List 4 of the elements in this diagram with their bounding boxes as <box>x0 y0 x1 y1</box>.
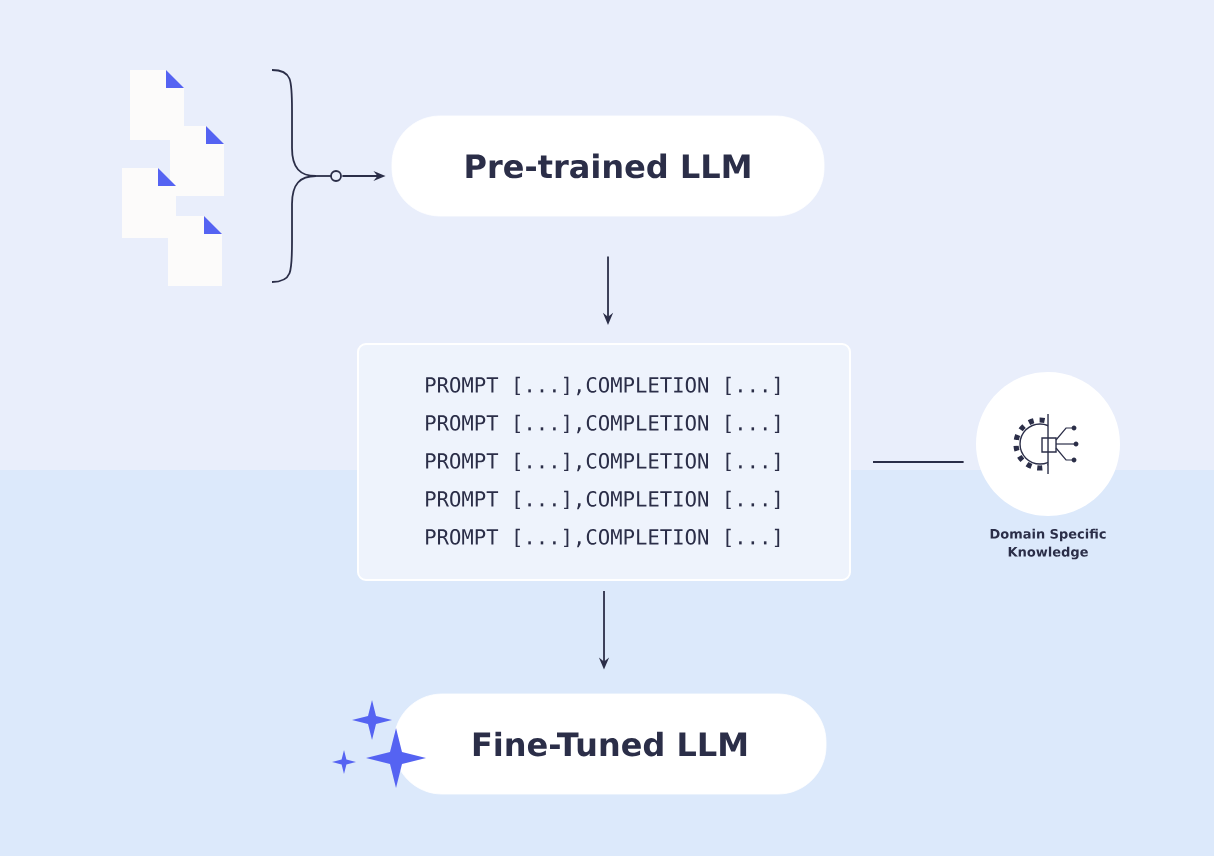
prompt-box: PROMPT [...],COMPLETION [...] PROMPT [...],COMPLETION [...] PROMPT [...],COMPLETION [...] PROMPT [...],COMPLETION [...] PROMPT [...],COMPLETION [...] <box>357 343 851 581</box>
pill-box: Fine-Tuned LLM <box>393 693 827 795</box>
pill-box: Pre-trained LLM <box>391 115 825 217</box>
documents-drawing <box>122 69 342 286</box>
